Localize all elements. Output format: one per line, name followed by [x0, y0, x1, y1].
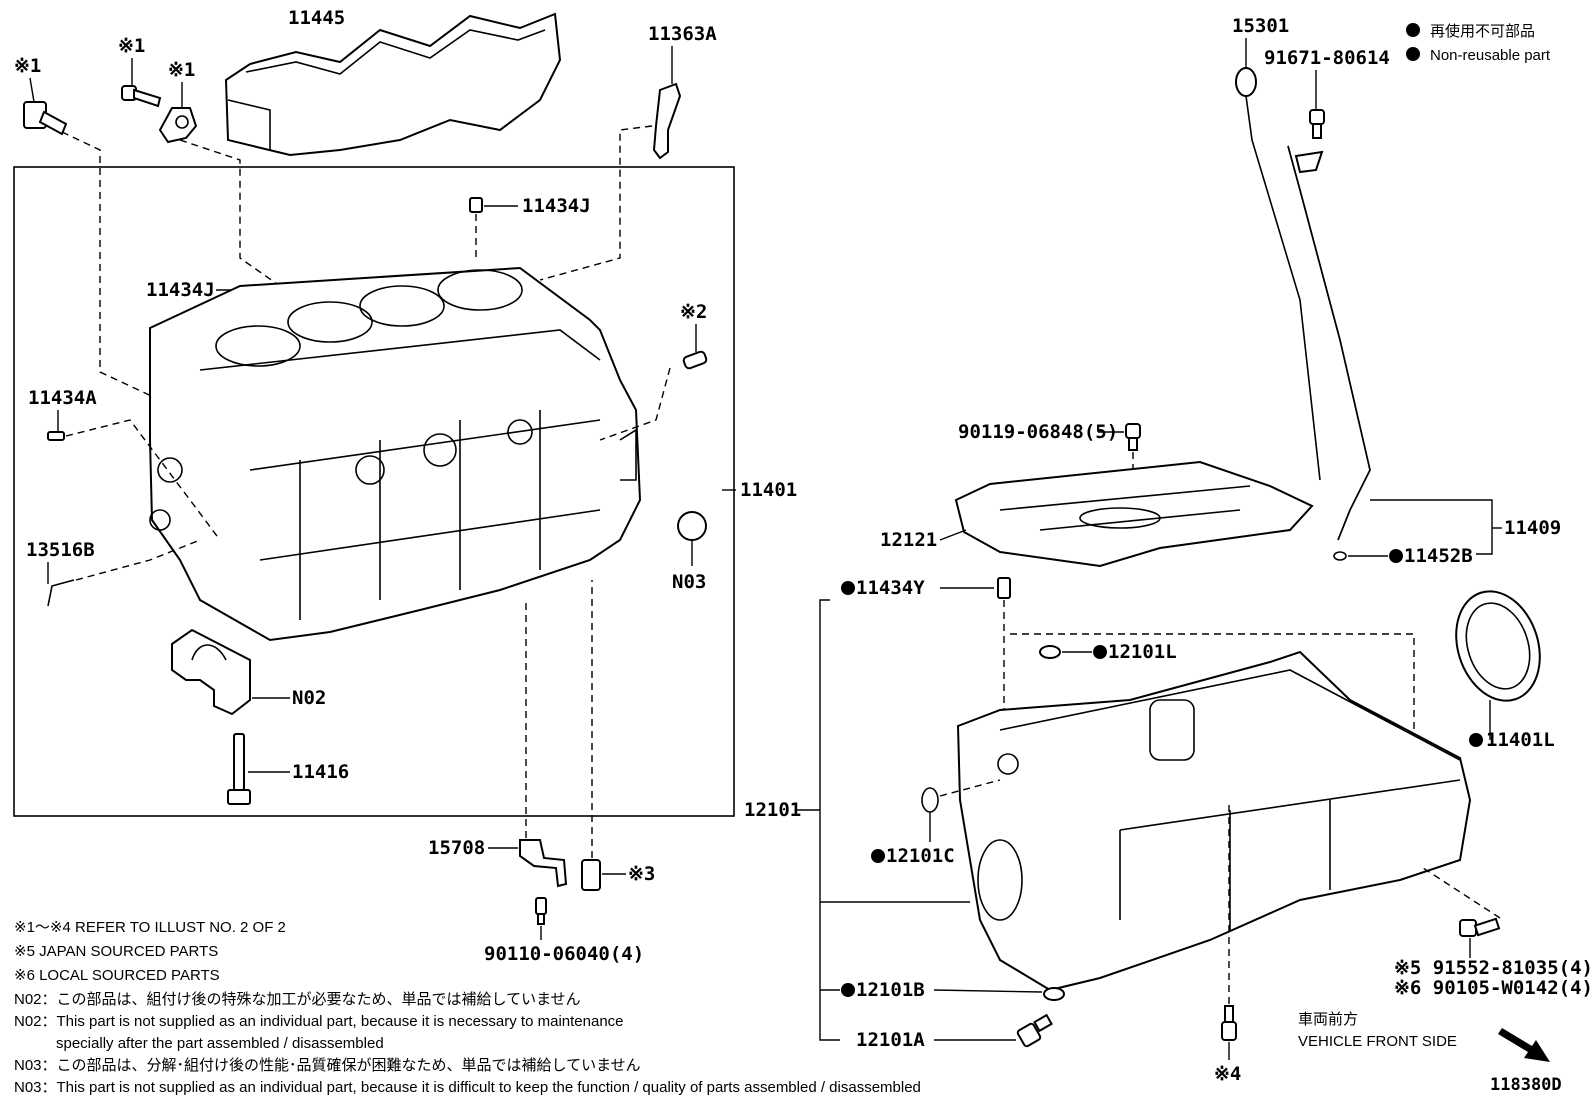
mark-2: ※2: [680, 301, 707, 323]
drain-plug-12101a-drawing: [1016, 1013, 1053, 1048]
legend-jp: 再使用不可部品: [1430, 23, 1535, 40]
dipstick-15301-drawing: [1235, 67, 1321, 481]
note-4: N02：この部品は、組付け後の特殊な加工が必要なため、単品では補給していません: [14, 991, 581, 1008]
label-91552: ※5 91552-81035(4): [1394, 957, 1592, 979]
mark-4: ※4: [1214, 1063, 1241, 1085]
pin-11434j-top: [469, 197, 483, 213]
note-7: N03：この部品は、分解･組付け後の性能･品質確保が困難なため、単品では補給して…: [14, 1056, 641, 1074]
non-reusable-dot-icon: [1469, 733, 1483, 747]
gasket-12101l-drawing: [1039, 645, 1061, 659]
part-mark3-drawing: [581, 859, 601, 891]
mark-1c: ※1: [168, 59, 195, 81]
oil-pan-12101-drawing: [956, 650, 1472, 992]
bolt-91671-drawing: [1309, 109, 1325, 139]
front-side-jp: 車両前方: [1298, 1011, 1358, 1028]
block-group-frame: [13, 166, 735, 817]
baffle-plate-12121-drawing: [954, 460, 1314, 568]
pin-11434y-drawing: [997, 577, 1011, 599]
leader-sensor: [61, 131, 161, 401]
oil-jet-15708-drawing: [519, 839, 568, 888]
pin-11434a-drawing: [47, 431, 65, 441]
oil-seal-11401l-drawing: [1455, 590, 1541, 702]
label-11401: 11401: [740, 479, 797, 501]
leader-11363a: [539, 125, 653, 281]
label-90105: ※6 90105-W0142(4): [1394, 977, 1592, 999]
note-6: specially after the part assembled / dis…: [56, 1035, 384, 1052]
pipe-13516b-drawing: [47, 579, 75, 607]
note-1: ※1～※4 REFER TO ILLUST NO. 2 OF 2: [14, 919, 286, 936]
label-n02: N02: [292, 687, 326, 709]
note-8: N03：This part is not supplied as an indi…: [14, 1079, 921, 1096]
legend-dot-icon: [1406, 47, 1420, 61]
bolt-90110-drawing: [535, 897, 547, 925]
o-ring-11452b-drawing: [1333, 551, 1347, 561]
front-arrow-icon: [1498, 1028, 1550, 1062]
label-91671: 91671-80614: [1264, 47, 1390, 69]
non-reusable-dot-icon: [1093, 645, 1107, 659]
label-15708: 15708: [428, 837, 485, 859]
sensor-drawing: [23, 101, 68, 136]
label-12101c: 12101C: [886, 845, 955, 867]
label-11434y: 11434Y: [856, 577, 925, 599]
front-side-en: VEHICLE FRONT SIDE: [1298, 1033, 1457, 1050]
label-11452b: 11452B: [1404, 545, 1473, 567]
leader-clamp: [179, 139, 301, 301]
label-90119: 90119-06848(5): [958, 421, 1118, 443]
label-15301: 15301: [1232, 15, 1289, 37]
label-11434j-top: 11434J: [522, 195, 591, 217]
note-2: ※5 JAPAN SOURCED PARTS: [14, 943, 218, 960]
label-11416: 11416: [292, 761, 349, 783]
mark-1a: ※1: [14, 55, 41, 77]
label-12101l: 12101L: [1108, 641, 1177, 663]
legend-en: Non-reusable part: [1430, 47, 1551, 64]
leader-11434a: [65, 419, 221, 541]
label-12121: 12121: [880, 529, 937, 551]
ring-12101c-drawing: [921, 787, 939, 813]
label-11445: 11445: [288, 7, 345, 29]
label-12101: 12101: [744, 799, 801, 821]
note-5: N02：This part is not supplied as an indi…: [14, 1013, 624, 1030]
plug-n03-drawing: [677, 511, 707, 541]
mark-3: ※3: [628, 863, 655, 885]
illustration-number: 118380D: [1490, 1075, 1562, 1095]
bolt-mark4-drawing: [1221, 1005, 1237, 1041]
non-reusable-dot-icon: [1389, 549, 1403, 563]
mark-1b: ※1: [118, 35, 145, 57]
label-11434a: 11434A: [28, 387, 97, 409]
note-3: ※6 LOCAL SOURCED PARTS: [14, 967, 220, 984]
insulator-11445-drawing: [224, 12, 562, 157]
label-90110: 90110-06040(4): [484, 943, 644, 965]
label-n03: N03: [672, 571, 706, 593]
label-11363a: 11363A: [648, 23, 717, 45]
non-reusable-dot-icon: [841, 983, 855, 997]
bolt-90119-drawing: [1125, 423, 1141, 451]
bearing-cap-n02-drawing: [171, 628, 251, 716]
label-11409: 11409: [1504, 517, 1561, 539]
dowel-drawing: [682, 350, 708, 370]
label-13516b: 13516B: [26, 539, 95, 561]
bracket-11363a-drawing: [652, 82, 682, 160]
bolt-91552-drawing: [1459, 917, 1501, 937]
guide-tube-11409-drawing: [1287, 145, 1371, 541]
label-12101a: 12101A: [856, 1029, 925, 1051]
label-11434j-left: 11434J: [146, 279, 215, 301]
non-reusable-dot-icon: [841, 581, 855, 595]
clamp-drawing: [158, 107, 198, 144]
cylinder-block-drawing: [149, 266, 642, 642]
label-12101b: 12101B: [856, 979, 925, 1001]
bolt-11416-drawing: [227, 733, 251, 805]
bolt-drawing: [121, 85, 162, 108]
gasket-12101b-drawing: [1043, 987, 1065, 1001]
non-reusable-dot-icon: [871, 849, 885, 863]
legend-dot-icon: [1406, 23, 1420, 37]
label-11401l: 11401L: [1486, 729, 1555, 751]
